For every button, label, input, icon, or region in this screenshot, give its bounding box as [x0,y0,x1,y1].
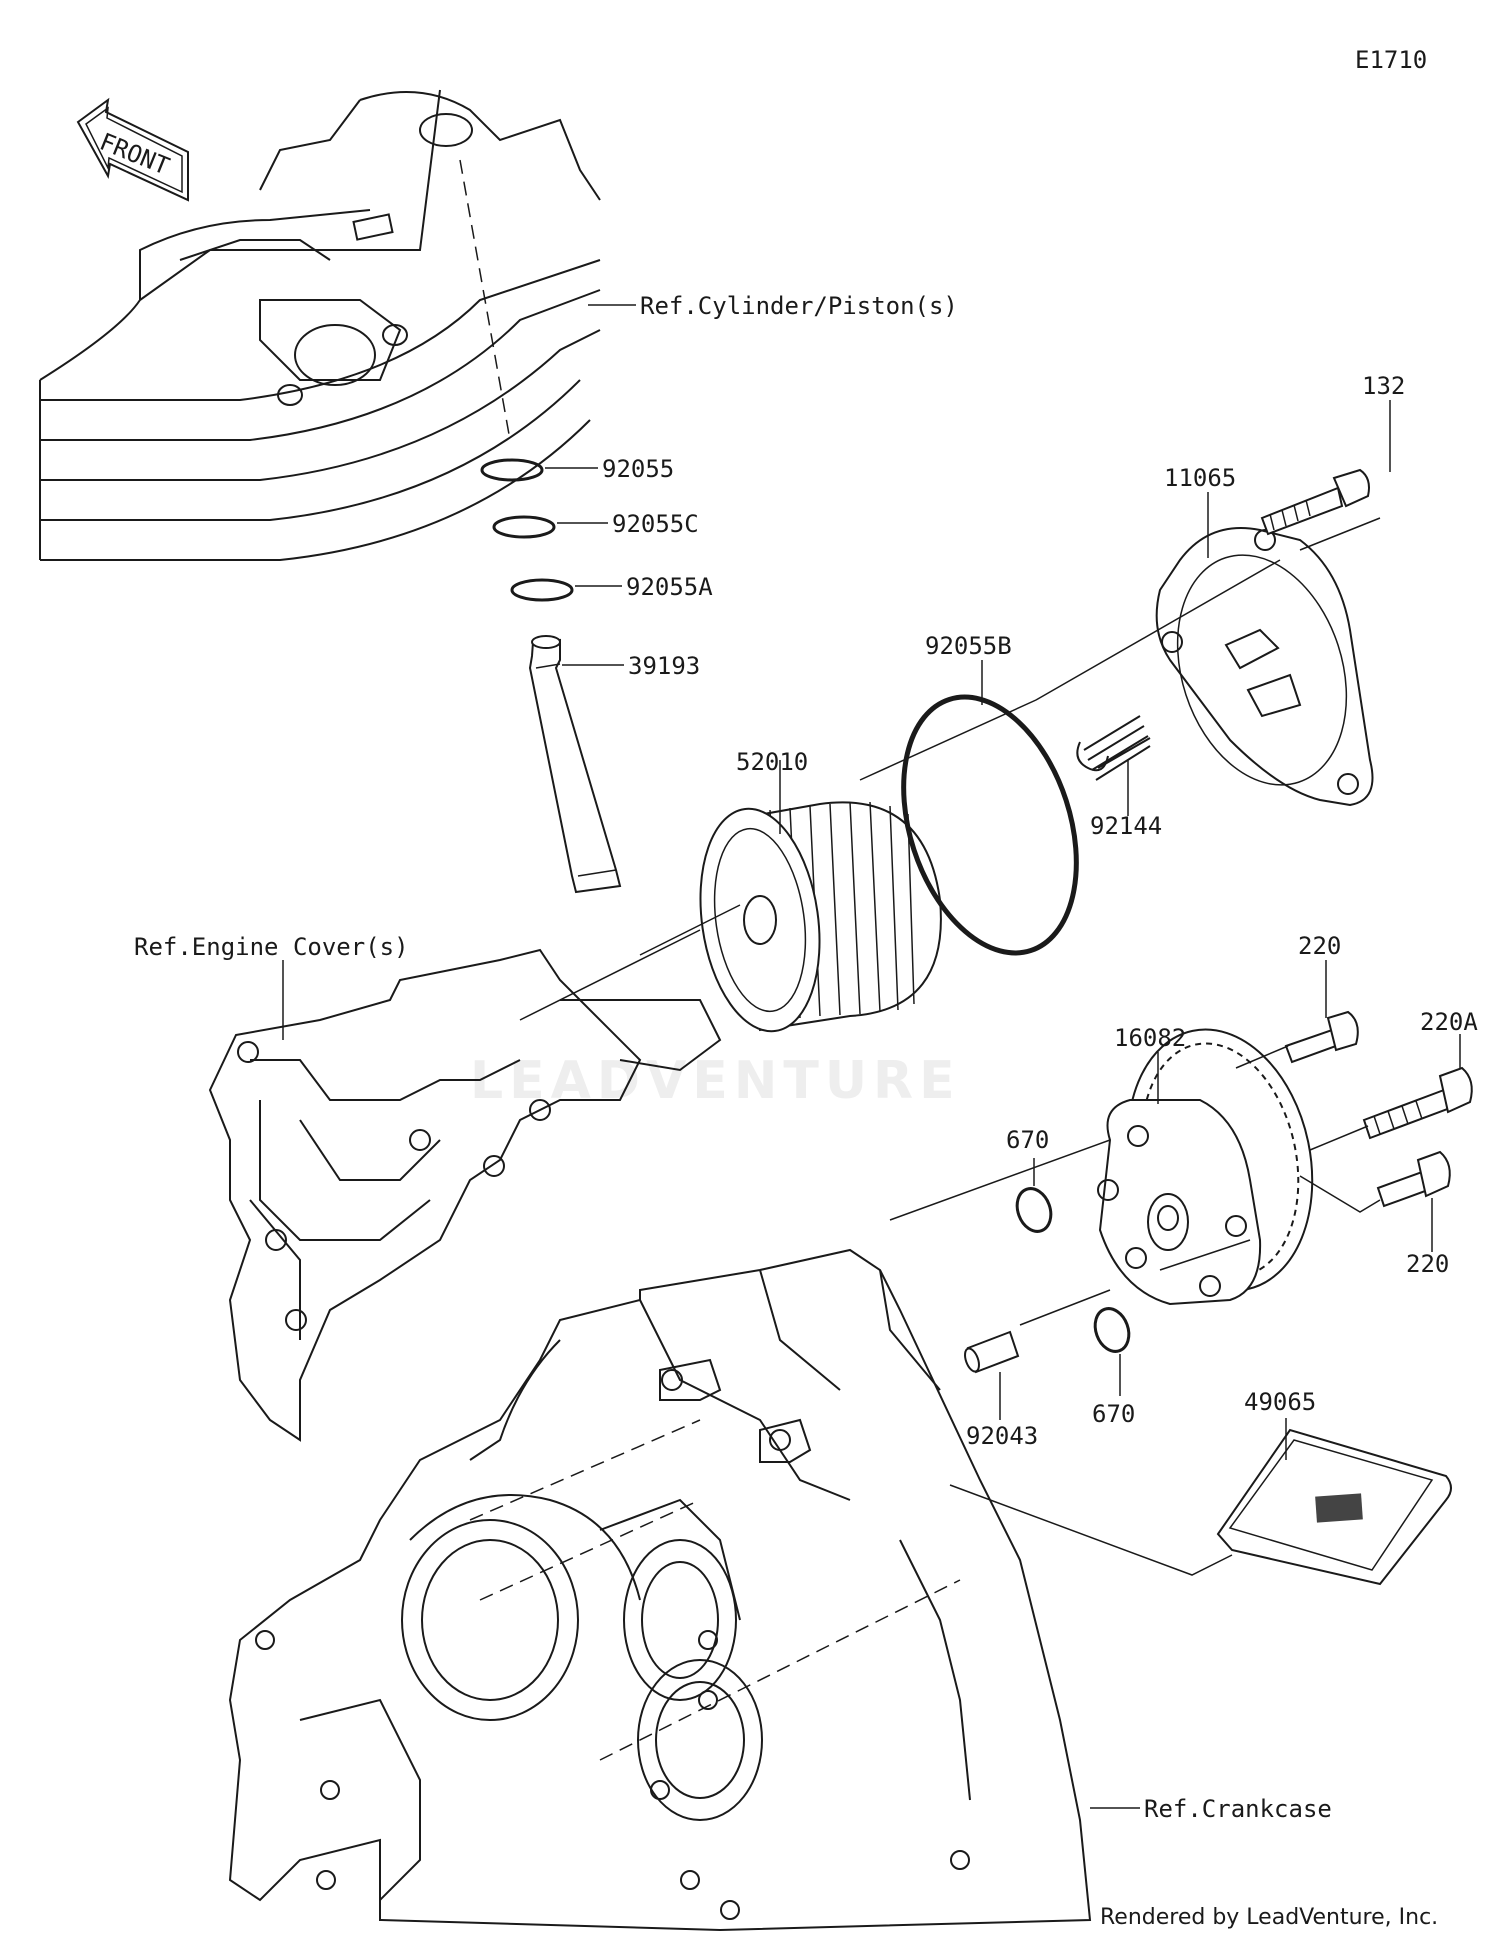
part-label-92055b: 92055B [925,632,1012,660]
part-label-132: 132 [1362,372,1405,400]
crankcase-drawing [228,1248,1092,1932]
front-arrow-icon: FRONT [76,97,189,202]
part-label-92055a: 92055A [626,573,713,601]
oil-filter-52010 [699,801,942,1033]
ref-engine-cover-label: Ref.Engine Cover(s) [134,933,409,961]
o-ring-670-top [1015,1187,1053,1233]
spring-92144 [1076,715,1151,781]
bolt-132 [1260,468,1370,536]
part-label-52010: 52010 [736,748,808,776]
bolt-220-top [1284,1010,1359,1064]
oil-pipe-39193 [528,635,622,894]
o-ring-92055c [492,515,556,539]
part-label-220a: 220A [1420,1008,1478,1036]
o-ring-670-bottom [1093,1307,1131,1353]
ref-cylinder-label: Ref.Cylinder/Piston(s) [640,292,958,320]
dowel-pin-92043 [964,1330,1020,1374]
part-label-670-top: 670 [1006,1126,1049,1154]
part-label-220-top: 220 [1298,932,1341,960]
ref-crankcase-label: Ref.Crankcase [1144,1795,1332,1823]
part-label-92055c: 92055C [612,510,699,538]
part-label-16082: 16082 [1114,1024,1186,1052]
oil-screen-49065 [1216,1428,1452,1586]
credit-text: Rendered by LeadVenture, Inc. [1100,1905,1438,1930]
part-label-670-bottom: 670 [1092,1400,1135,1428]
filter-cover-11065 [1155,527,1374,807]
bolt-220a [1362,1066,1473,1140]
oil-pump-gear-16082 [1097,1028,1314,1306]
o-ring-92055b [901,694,1079,956]
part-label-49065: 49065 [1244,1388,1316,1416]
o-ring-92055 [480,458,544,482]
part-label-39193: 39193 [628,652,700,680]
part-label-92055: 92055 [602,455,674,483]
o-ring-92055a [510,578,574,602]
part-label-220-bottom: 220 [1406,1250,1449,1278]
part-label-92144: 92144 [1090,812,1162,840]
cylinder-drawing [39,89,601,561]
bolt-220-bottom [1376,1150,1451,1208]
diagram-code: E1710 [1355,46,1427,74]
part-label-92043: 92043 [966,1422,1038,1450]
part-label-11065: 11065 [1164,464,1236,492]
watermark-text: LEADVENTURE [470,1051,961,1111]
engine-cover-drawing [208,929,722,1442]
